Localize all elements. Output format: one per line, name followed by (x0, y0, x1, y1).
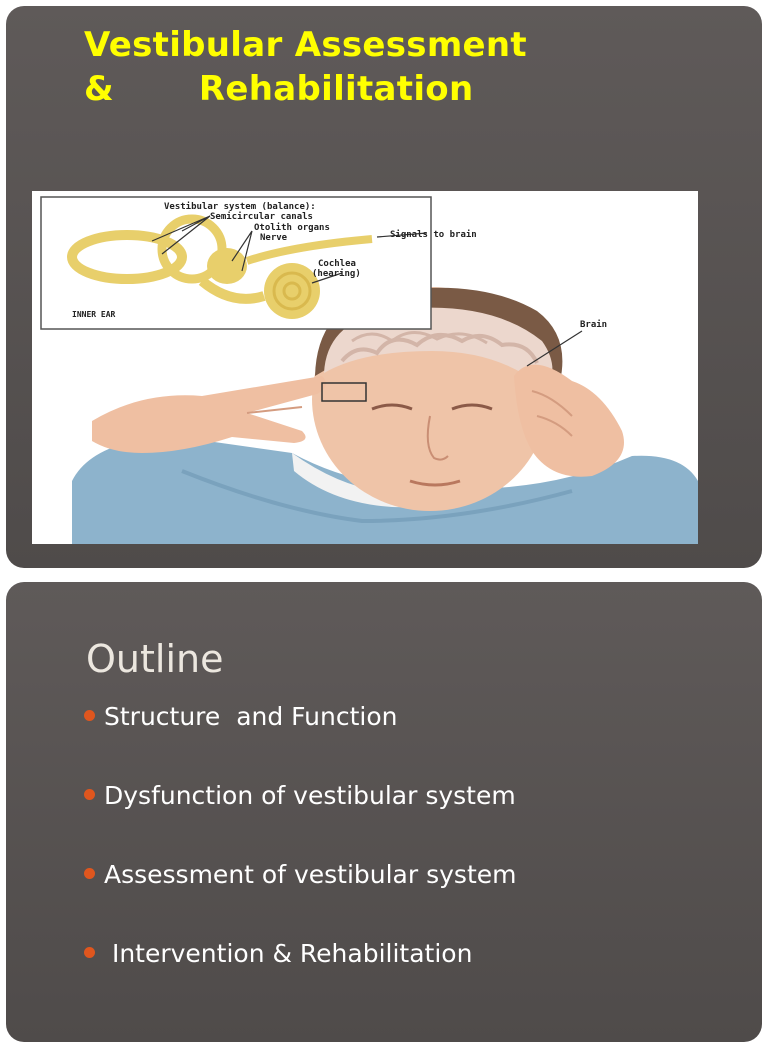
title-slide: Vestibular Assessment & Rehabilitation (6, 6, 762, 568)
label-otolith-organs: Otolith organs (254, 222, 330, 233)
label-semicircular-canals: Semicircular canals (210, 211, 313, 222)
label-inset-title: Vestibular system (balance): (164, 201, 316, 212)
label-brain: Brain (580, 319, 607, 330)
list-item: Assessment of vestibular system (84, 862, 517, 887)
bullet-dot-icon (84, 947, 95, 958)
bullet-text: Dysfunction of vestibular system (104, 781, 516, 810)
slide-title-line-1: Vestibular Assessment (84, 25, 527, 65)
list-item: Structure and Function (84, 704, 398, 729)
bullet-dot-icon (84, 789, 95, 800)
label-nerve: Nerve (260, 233, 288, 243)
bullet-text: Assessment of vestibular system (104, 860, 517, 889)
label-cochlea: Cochlea (318, 259, 356, 269)
vestibular-illustration: Vestibular system (balance): Semicircula… (32, 191, 698, 544)
bullet-text: Intervention & Rehabilitation (104, 939, 473, 968)
list-item: Dysfunction of vestibular system (84, 783, 516, 808)
label-signals-to-brain: Signals to brain (390, 229, 477, 240)
slide-title-line-2: & Rehabilitation (84, 69, 474, 109)
label-inner-ear: INNER EAR (72, 310, 116, 319)
label-hearing: (hearing) (312, 268, 361, 279)
list-item: Intervention & Rehabilitation (84, 941, 472, 966)
bullet-dot-icon (84, 868, 95, 879)
bullet-text: Structure and Function (104, 702, 398, 731)
outline-heading: Outline (86, 637, 224, 681)
outline-slide: Outline Structure and Function Dysfuncti… (6, 582, 762, 1042)
bullet-dot-icon (84, 710, 95, 721)
